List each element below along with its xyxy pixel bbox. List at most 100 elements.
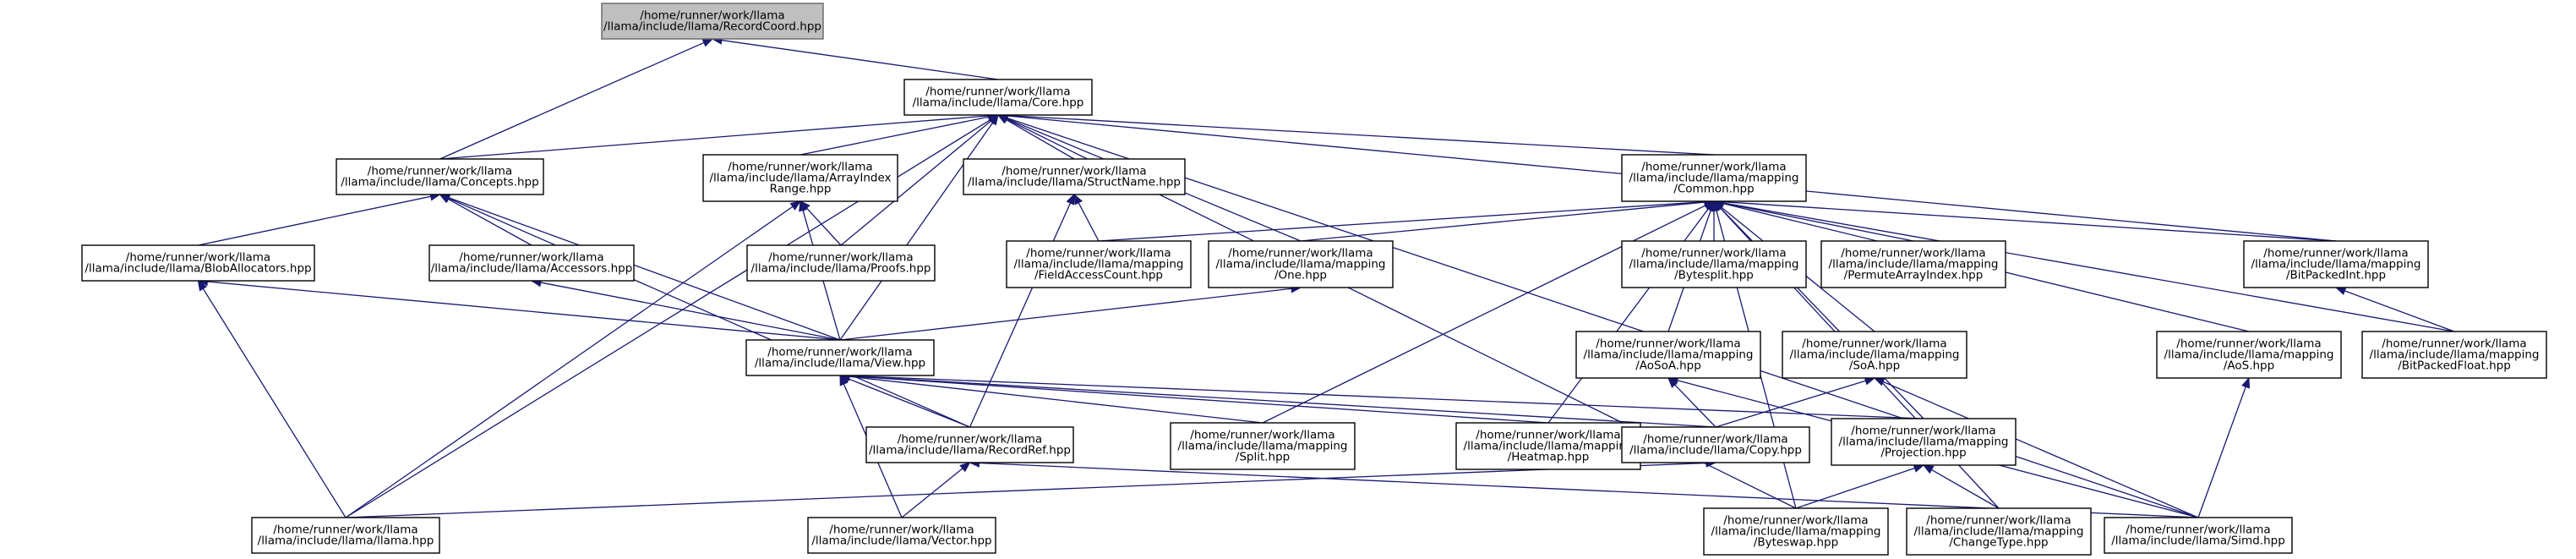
node-permute-array-index[interactable]: /home/runner/work/llama/llama/include/ll… bbox=[1820, 240, 2006, 288]
node-label-line: /llama/include/llama/View.hpp bbox=[755, 357, 925, 370]
arrow-head-icon bbox=[789, 200, 802, 211]
node-label-line: /Common.hpp bbox=[1673, 183, 1754, 196]
node-record-ref[interactable]: /home/runner/work/llama/llama/include/ll… bbox=[865, 426, 1074, 463]
edge-byteswap-to-projection bbox=[1795, 463, 1925, 509]
node-label-line: /Split.hpp bbox=[1236, 451, 1290, 464]
node-blob-allocators[interactable]: /home/runner/work/llama/llama/include/ll… bbox=[81, 244, 315, 282]
edge-view-to-core bbox=[839, 113, 999, 341]
node-ao-so-a[interactable]: /home/runner/work/llama/llama/include/ll… bbox=[1575, 331, 1761, 379]
edge-line bbox=[849, 375, 1716, 428]
edge-line bbox=[1007, 114, 1715, 156]
node-one[interactable]: /home/runner/work/llama/llama/include/ll… bbox=[1208, 240, 1394, 288]
node-label-line: /home/runner/work/llama bbox=[728, 161, 872, 174]
node-label-line: /home/runner/work/llama bbox=[1476, 429, 1620, 442]
node-box bbox=[1906, 507, 2092, 556]
node-core[interactable]: /home/runner/work/llama/llama/include/ll… bbox=[903, 79, 1093, 116]
edge-line bbox=[1722, 201, 2337, 242]
edge-line bbox=[1795, 467, 1915, 509]
node-label-line: /home/runner/work/llama bbox=[1641, 247, 1786, 260]
node-box bbox=[2104, 517, 2293, 554]
node-label-line: /home/runner/work/llama bbox=[1026, 247, 1171, 260]
edge-line bbox=[2197, 386, 2246, 518]
node-label-line: /llama/include/llama/mapping bbox=[2164, 348, 2334, 362]
node-llama[interactable]: /home/runner/work/llama/llama/include/ll… bbox=[251, 517, 440, 554]
node-label-line: /llama/include/llama/BlobAllocators.hpp bbox=[85, 262, 311, 276]
node-accessors[interactable]: /home/runner/work/llama/llama/include/ll… bbox=[428, 244, 635, 282]
node-change-type[interactable]: /home/runner/work/llama/llama/include/ll… bbox=[1906, 507, 2092, 556]
node-label-line: /llama/include/llama/mapping bbox=[1790, 348, 1960, 362]
edge-line bbox=[901, 468, 963, 518]
node-proofs[interactable]: /home/runner/work/llama/llama/include/ll… bbox=[746, 244, 936, 282]
node-concepts[interactable]: /home/runner/work/llama/llama/include/ll… bbox=[336, 158, 544, 195]
edge-line bbox=[1674, 384, 1716, 428]
node-split[interactable]: /home/runner/work/llama/llama/include/ll… bbox=[1170, 422, 1356, 470]
node-box bbox=[1703, 507, 1889, 556]
node-label-line: /home/runner/work/llama bbox=[640, 9, 784, 23]
node-label-line: /home/runner/work/llama bbox=[768, 251, 913, 265]
edge-line bbox=[1098, 201, 1706, 242]
edge-line bbox=[540, 282, 841, 341]
node-label-line: /llama/include/llama/mapping bbox=[1839, 436, 2009, 449]
node-byteswap[interactable]: /home/runner/work/llama/llama/include/ll… bbox=[1703, 507, 1889, 556]
node-projection[interactable]: /home/runner/work/llama/llama/include/ll… bbox=[1831, 418, 2017, 466]
edge-line bbox=[439, 115, 990, 160]
node-label-line: Range.hpp bbox=[770, 183, 832, 196]
arrow-head-icon bbox=[1713, 200, 1724, 211]
arrow-head-icon bbox=[839, 374, 849, 386]
node-vector[interactable]: /home/runner/work/llama/llama/include/ll… bbox=[807, 517, 996, 554]
node-so-a[interactable]: /home/runner/work/llama/llama/include/ll… bbox=[1782, 331, 1967, 379]
edge-line bbox=[2344, 290, 2455, 332]
edge-line bbox=[1931, 469, 2000, 509]
node-box bbox=[1006, 240, 1192, 288]
node-bit-packed-float[interactable]: /home/runner/work/llama/llama/include/ll… bbox=[2361, 331, 2547, 379]
node-label-line: /BitPackedInt.hpp bbox=[2286, 269, 2386, 282]
node-bytesplit[interactable]: /home/runner/work/llama/llama/include/ll… bbox=[1621, 240, 1807, 288]
node-box bbox=[963, 158, 1186, 195]
node-box bbox=[601, 3, 824, 40]
edge-line bbox=[1006, 118, 1075, 160]
node-label-line: /llama/include/llama/mapping bbox=[1216, 258, 1386, 271]
arrow-head-icon bbox=[701, 38, 714, 47]
edge-split-to-common bbox=[1262, 200, 1716, 424]
node-label-line: /llama/include/llama/mapping bbox=[1464, 440, 1634, 453]
node-record-coord: /home/runner/work/llama/llama/include/ll… bbox=[601, 3, 824, 40]
node-common[interactable]: /home/runner/work/llama/llama/include/ll… bbox=[1621, 154, 1807, 202]
arrow-head-icon bbox=[197, 279, 208, 292]
node-box bbox=[1621, 426, 1810, 463]
node-label-line: /llama/include/llama/Concepts.hpp bbox=[341, 176, 538, 189]
edge-line bbox=[839, 288, 1292, 341]
node-label-line: /llama/include/llama/mapping bbox=[1629, 258, 1799, 271]
edge-record-ref-to-struct-name bbox=[969, 193, 1075, 428]
node-label-line: /llama/include/llama/mapping bbox=[1014, 258, 1184, 271]
node-copy[interactable]: /home/runner/work/llama/llama/include/ll… bbox=[1621, 426, 1810, 463]
edge-core-to-record-coord bbox=[711, 36, 999, 80]
edge-concepts-to-core bbox=[439, 111, 1000, 160]
edge-line bbox=[198, 195, 431, 246]
node-box bbox=[865, 426, 1074, 463]
edge-llama-to-array-index-range bbox=[345, 200, 802, 518]
node-box bbox=[2156, 331, 2342, 379]
node-label-line: /ChangeType.hpp bbox=[1949, 536, 2048, 550]
edge-accessors-to-concepts bbox=[439, 194, 532, 246]
node-label-line: /llama/include/llama/RecordCoord.hpp bbox=[603, 20, 821, 34]
node-bit-packed-int[interactable]: /home/runner/work/llama/llama/include/ll… bbox=[2243, 240, 2429, 288]
node-label-line: /home/runner/work/llama bbox=[2126, 523, 2270, 537]
node-view[interactable]: /home/runner/work/llama/llama/include/ll… bbox=[745, 339, 935, 376]
node-simd[interactable]: /home/runner/work/llama/llama/include/ll… bbox=[2104, 517, 2293, 554]
node-struct-name[interactable]: /home/runner/work/llama/llama/include/ll… bbox=[963, 158, 1186, 195]
node-array-index-range[interactable]: /home/runner/work/llama/llama/include/ll… bbox=[702, 154, 898, 202]
node-label-line: /llama/include/llama/mapping bbox=[1584, 348, 1754, 362]
node-label-line: /llama/include/llama/mapping bbox=[1711, 525, 1881, 539]
edge-view-to-one bbox=[839, 284, 1302, 341]
node-label-line: /home/runner/work/llama bbox=[767, 346, 912, 359]
node-label-line: /BitPackedFloat.hpp bbox=[2398, 359, 2511, 373]
node-label-line: /home/runner/work/llama bbox=[898, 433, 1042, 447]
node-label-line: /llama/include/llama/Simd.hpp bbox=[2111, 534, 2285, 548]
edge-line bbox=[1078, 202, 1100, 242]
node-ao-s[interactable]: /home/runner/work/llama/llama/include/ll… bbox=[2156, 331, 2342, 379]
node-heatmap[interactable]: /home/runner/work/llama/llama/include/ll… bbox=[1455, 422, 1641, 470]
node-box bbox=[1208, 240, 1394, 288]
node-label-line: /PermuteArrayIndex.hpp bbox=[1844, 269, 1984, 282]
node-field-access-count[interactable]: /home/runner/work/llama/llama/include/ll… bbox=[1006, 240, 1192, 288]
